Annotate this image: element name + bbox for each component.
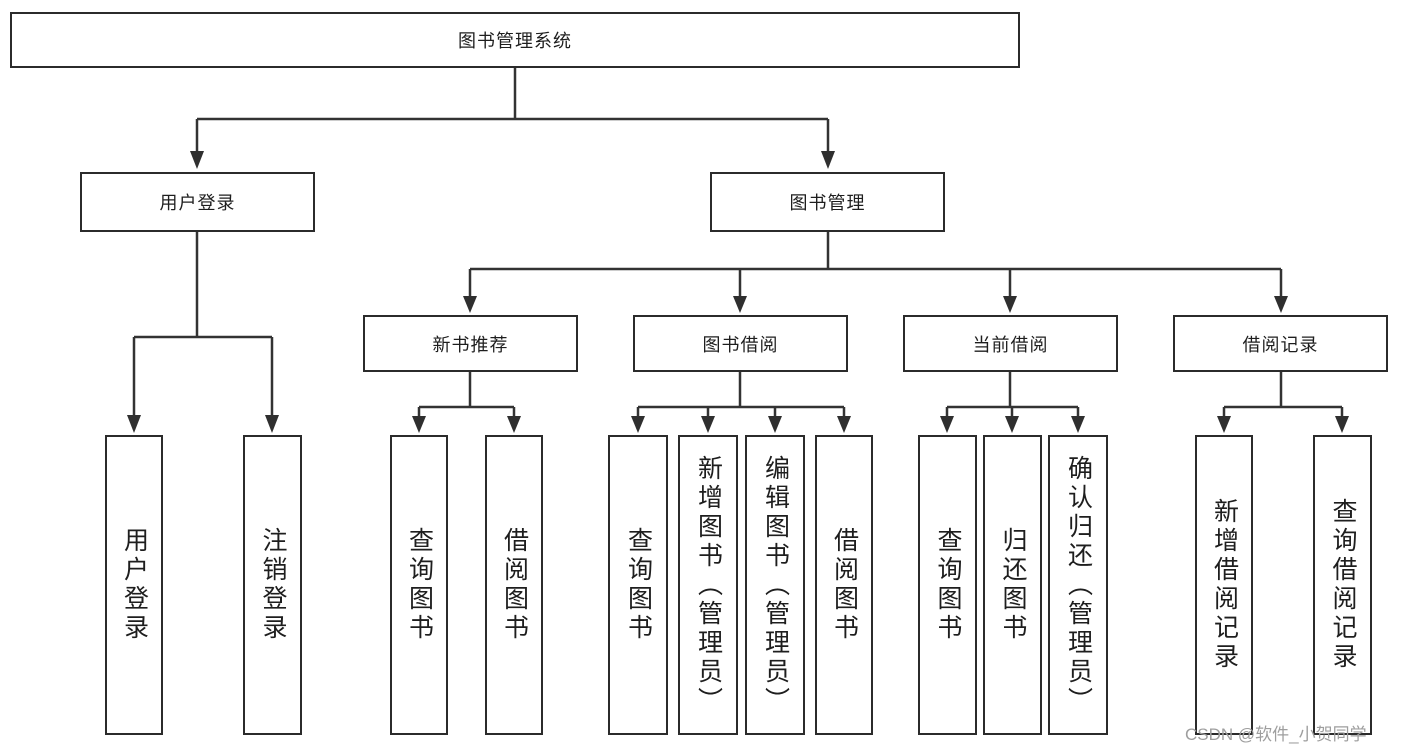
leaf-borrow-books: 借阅图书: [815, 435, 873, 735]
arrow-down-icon: [768, 416, 782, 433]
connector-book-mgmt-split: [468, 232, 1283, 297]
node-label: 查询图书: [934, 527, 962, 643]
node-user-login: 用户登录: [80, 172, 315, 232]
node-label: 图书借阅: [702, 334, 779, 355]
arrow-down-icon: [1071, 416, 1085, 433]
node-label: 编辑图书（管理员）: [761, 454, 790, 716]
connector-user-login-split: [132, 232, 274, 416]
arrow-down-icon: [821, 151, 835, 169]
leaf-return-books: 归还图书: [983, 435, 1042, 735]
node-book-borrowing: 图书借阅: [633, 315, 848, 372]
node-label: 查询图书: [624, 527, 653, 643]
leaf-borrow-books-recommend: 借阅图书: [485, 435, 543, 735]
arrow-down-icon: [463, 296, 477, 313]
node-label: 用户登录: [120, 527, 149, 643]
node-borrow-records: 借阅记录: [1173, 315, 1388, 372]
arrow-down-icon: [1003, 296, 1017, 313]
arrow-down-icon: [1274, 296, 1288, 313]
node-label: 新增图书（管理员）: [694, 454, 723, 716]
connector-book-borrow-split: [636, 372, 846, 417]
node-label: 图书管理系统: [458, 31, 572, 51]
node-label: 用户登录: [159, 193, 236, 213]
connector-borrow-records-split: [1222, 372, 1344, 417]
arrow-down-icon: [940, 416, 954, 433]
node-label: 当前借阅: [972, 334, 1049, 355]
node-label: 借阅记录: [1242, 334, 1319, 355]
connector-current-borrow-split: [945, 372, 1080, 417]
node-label: 查询借阅记录: [1329, 498, 1357, 672]
arrow-down-icon: [1217, 416, 1231, 433]
leaf-logout: 注销登录: [243, 435, 302, 735]
connector-new-book-split: [417, 372, 516, 417]
arrow-down-icon: [733, 296, 747, 313]
arrow-down-icon: [1335, 416, 1349, 433]
node-current-borrowing: 当前借阅: [903, 315, 1118, 372]
node-label: 新增借阅记录: [1210, 498, 1239, 672]
arrow-down-icon: [127, 415, 141, 433]
arrow-down-icon: [507, 416, 521, 433]
arrow-down-icon: [265, 415, 279, 433]
arrow-down-icon: [412, 416, 426, 433]
node-label: 归还图书: [999, 527, 1027, 643]
arrow-down-icon: [837, 416, 851, 433]
node-label: 借阅图书: [830, 527, 859, 643]
arrow-down-icon: [701, 416, 715, 433]
leaf-query-books-current: 查询图书: [918, 435, 977, 735]
connector-root-split: [195, 68, 830, 152]
arrow-down-icon: [1005, 416, 1019, 433]
node-book-management: 图书管理: [710, 172, 945, 232]
leaf-confirm-return-admin: 确认归还（管理员）: [1048, 435, 1108, 735]
node-label: 图书管理: [789, 193, 866, 213]
node-label: 借阅图书: [500, 527, 529, 643]
csdn-watermark: CSDN @软件_小贺同学: [1185, 725, 1367, 744]
leaf-add-books-admin: 新增图书（管理员）: [678, 435, 738, 735]
node-label: 确认归还（管理员）: [1064, 454, 1093, 716]
leaf-query-books-recommend: 查询图书: [390, 435, 448, 735]
leaf-query-books-borrow: 查询图书: [608, 435, 668, 735]
node-label: 查询图书: [405, 527, 434, 643]
leaf-query-borrow-record: 查询借阅记录: [1313, 435, 1372, 735]
leaf-edit-books-admin: 编辑图书（管理员）: [745, 435, 805, 735]
node-label: 注销登录: [259, 527, 287, 643]
node-book-management-system: 图书管理系统: [10, 12, 1020, 68]
arrow-down-icon: [190, 151, 204, 169]
node-new-book-recommend: 新书推荐: [363, 315, 578, 372]
node-label: 新书推荐: [432, 334, 509, 355]
arrow-down-icon: [631, 416, 645, 433]
leaf-add-borrow-record: 新增借阅记录: [1195, 435, 1253, 735]
leaf-user-login: 用户登录: [105, 435, 163, 735]
